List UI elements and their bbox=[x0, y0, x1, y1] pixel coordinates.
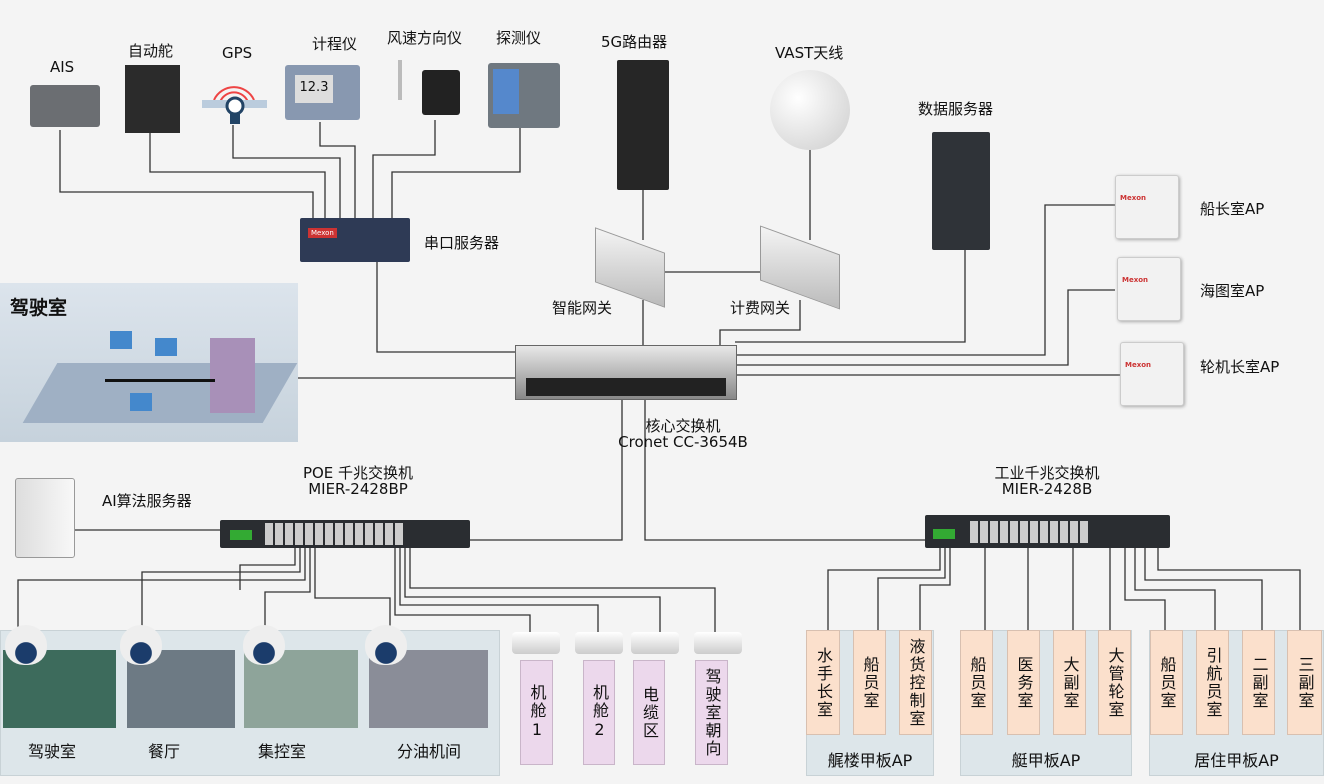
ap-device[interactable]: Mexon bbox=[1120, 342, 1184, 406]
room-ap[interactable]: 医务室 bbox=[1007, 630, 1040, 735]
serial-server-device[interactable]: Mexon bbox=[300, 218, 410, 262]
poe-switch-name: POE 千兆交换机 bbox=[302, 464, 414, 482]
ap-label: 船长室AP bbox=[1200, 200, 1265, 218]
ap-label: 轮机长室AP bbox=[1200, 358, 1280, 376]
ap-device[interactable]: Mexon bbox=[1117, 257, 1181, 321]
camera-label: 餐厅 bbox=[148, 742, 181, 761]
ap-label: 海图室AP bbox=[1200, 282, 1265, 300]
room-ap[interactable]: 大管轮室 bbox=[1098, 630, 1131, 735]
room-ap[interactable]: 水手长室 bbox=[806, 630, 840, 735]
gps-icon[interactable] bbox=[202, 70, 267, 125]
vast-label: VAST天线 bbox=[775, 44, 844, 62]
room-ap[interactable]: 船员室 bbox=[960, 630, 993, 735]
bullet-camera-icon[interactable] bbox=[575, 632, 623, 654]
dome-camera-icon[interactable] bbox=[5, 625, 47, 665]
camera-label: 分油机间 bbox=[397, 742, 462, 761]
industrial-switch-name: 工业千兆交换机 bbox=[994, 464, 1100, 482]
bridge-panel: 驾驶室 bbox=[0, 283, 298, 442]
log-device[interactable]: 12.3 bbox=[285, 65, 360, 120]
industrial-switch-model: MIER-2428B bbox=[1001, 480, 1093, 498]
camera-label: 驾驶室 bbox=[28, 742, 77, 761]
ai-server-label: AI算法服务器 bbox=[102, 492, 192, 510]
data-server-device[interactable] bbox=[932, 132, 990, 250]
core-switch-model: Cronet CC-3654B bbox=[618, 433, 748, 451]
room-ap[interactable]: 船员室 bbox=[1150, 630, 1183, 735]
core-switch-device[interactable] bbox=[515, 345, 737, 400]
smart-gateway-label: 智能网关 bbox=[552, 299, 613, 317]
gps-label: GPS bbox=[222, 44, 253, 62]
brand-logo: Mexon bbox=[1120, 194, 1147, 202]
poe-switch-model: MIER-2428BP bbox=[308, 480, 408, 498]
industrial-switch-device[interactable] bbox=[925, 515, 1170, 548]
bullet-camera-label: 电缆区 bbox=[633, 660, 665, 765]
dome-camera-icon[interactable] bbox=[243, 625, 285, 665]
log-label: 计程仪 bbox=[312, 35, 358, 53]
router-device[interactable] bbox=[617, 60, 669, 190]
sounder-label: 探测仪 bbox=[496, 29, 542, 47]
deck-group-label: 艇甲板AP bbox=[1011, 751, 1081, 770]
autopilot-device[interactable] bbox=[125, 65, 180, 133]
ais-label: AIS bbox=[50, 58, 75, 76]
bridge-title: 驾驶室 bbox=[10, 297, 68, 319]
wind-sensor-device[interactable] bbox=[390, 50, 460, 120]
room-ap[interactable]: 大副室 bbox=[1053, 630, 1086, 735]
computer-icon bbox=[155, 338, 177, 356]
room-ap[interactable]: 液货控制室 bbox=[899, 630, 932, 735]
bullet-camera-icon[interactable] bbox=[631, 632, 679, 654]
ap-device[interactable]: Mexon bbox=[1115, 175, 1179, 239]
deck-group-label: 居住甲板AP bbox=[1194, 751, 1279, 770]
camera-label: 集控室 bbox=[258, 742, 307, 761]
computer-icon bbox=[130, 393, 152, 411]
room-ap[interactable]: 三副室 bbox=[1287, 630, 1322, 735]
room-ap[interactable]: 船员室 bbox=[853, 630, 886, 735]
dome-camera-icon[interactable] bbox=[365, 625, 407, 665]
poe-switch-device[interactable] bbox=[220, 520, 470, 548]
bullet-camera-label: 机舱1 bbox=[520, 660, 553, 765]
brand-logo: Mexon bbox=[1122, 276, 1149, 284]
room-ap[interactable]: 引航员室 bbox=[1196, 630, 1229, 735]
server-icon bbox=[210, 338, 255, 413]
serial-server-label: 串口服务器 bbox=[424, 234, 500, 252]
sounder-device[interactable] bbox=[488, 63, 560, 128]
brand-logo: Mexon bbox=[308, 228, 337, 238]
router-label: 5G路由器 bbox=[601, 33, 668, 51]
deck-group-label: 艉楼甲板AP bbox=[827, 751, 913, 770]
data-server-label: 数据服务器 bbox=[918, 100, 994, 118]
ais-device[interactable] bbox=[30, 85, 100, 127]
core-switch-name: 核心交换机 bbox=[645, 417, 721, 435]
bullet-camera-icon[interactable] bbox=[694, 632, 742, 654]
wind-label: 风速方向仪 bbox=[387, 29, 463, 47]
computer-icon bbox=[110, 331, 132, 349]
bullet-camera-label: 驾驶室朝向 bbox=[695, 660, 728, 765]
bullet-camera-icon[interactable] bbox=[512, 632, 560, 654]
autopilot-label: 自动舵 bbox=[128, 42, 174, 60]
brand-logo: Mexon bbox=[1125, 361, 1152, 369]
dome-camera-icon[interactable] bbox=[120, 625, 162, 665]
room-ap[interactable]: 二副室 bbox=[1242, 630, 1275, 735]
bullet-camera-label: 机舱2 bbox=[583, 660, 615, 765]
log-display: 12.3 bbox=[295, 75, 333, 103]
ai-server-device[interactable] bbox=[15, 478, 75, 558]
vast-antenna-icon[interactable] bbox=[770, 70, 850, 150]
billing-gateway-label: 计费网关 bbox=[730, 299, 791, 317]
